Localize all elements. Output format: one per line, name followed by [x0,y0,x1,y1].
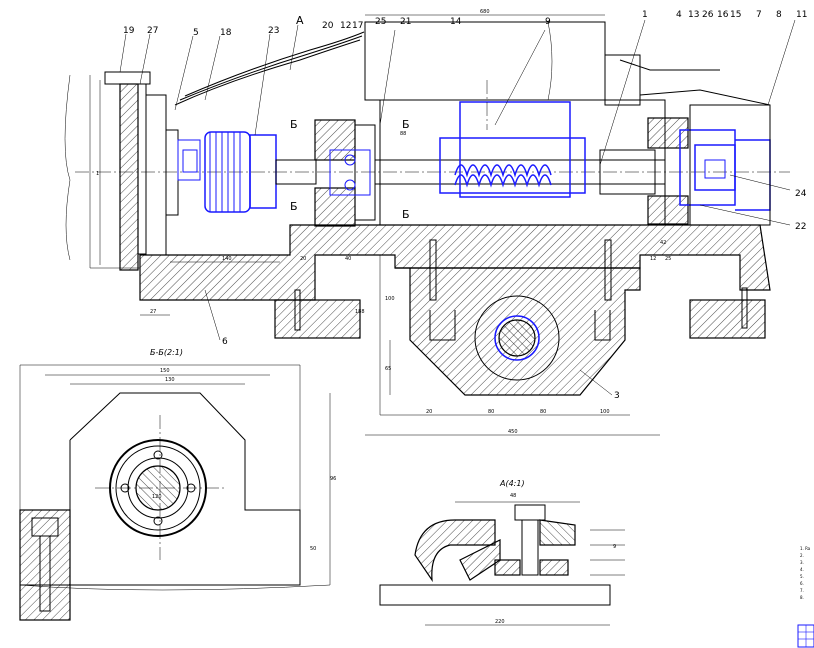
callout-20: 20 [322,21,334,31]
svg-text:4.: 4. [800,567,804,572]
svg-text:80: 80 [540,409,546,415]
callout-25: 25 [375,17,386,27]
svg-text:3.: 3. [800,560,804,565]
view-a: А(4:1) [379,479,625,626]
svg-text:100: 100 [600,409,610,415]
svg-text:27: 27 [150,309,156,315]
callout-A: A [296,14,304,27]
svg-text:450: 450 [508,429,518,435]
callout-22: 22 [795,222,806,232]
svg-text:130: 130 [165,377,175,383]
svg-text:1. Ra: 1. Ra [800,546,811,551]
section-mark-b-1: Б [290,118,298,131]
callout-12: 12 [340,21,351,31]
svg-text:100: 100 [385,296,395,302]
callout-14: 14 [450,17,462,27]
svg-text:12: 12 [650,256,656,262]
view-a-title: А(4:1) [499,479,525,488]
worm-gear [474,295,560,381]
svg-text:88: 88 [400,131,406,137]
main-view [64,14,790,436]
callout-4: 4 [676,10,682,20]
svg-text:25: 25 [665,256,671,262]
technical-notes: 1. Ra 2. 3. 4. 5. 6. 7. 8. [800,546,811,600]
callout-5: 5 [193,28,199,38]
callout-8: 8 [776,10,782,20]
svg-text:1: 1 [96,171,99,177]
callout-17: 17 [352,21,363,31]
svg-text:188: 188 [355,309,365,315]
callout-26: 26 [702,10,714,20]
section-bb-title: Б-Б(2:1) [150,348,183,357]
callout-labels: 19 27 5 18 23 A 20 12 17 25 21 14 9 1 4 … [123,10,807,401]
callout-15: 15 [730,10,741,20]
svg-text:8.: 8. [800,595,804,600]
callout-11: 11 [796,10,807,20]
section-bb-view: Б-Б(2:1) [19,348,331,621]
svg-text:9: 9 [613,544,616,550]
svg-text:7.: 7. [800,588,804,593]
bellows [204,131,251,213]
callout-21: 21 [400,17,411,27]
section-mark-b-2: Б [290,200,298,213]
svg-text:65: 65 [385,366,391,372]
svg-text:40: 40 [345,256,351,262]
callout-23: 23 [268,26,279,36]
svg-text:680: 680 [480,9,490,15]
leader-lines [119,19,796,396]
svg-text:42: 42 [660,240,666,246]
callout-27: 27 [147,26,158,36]
bearing-flange [109,439,207,537]
callout-24: 24 [795,189,807,199]
svg-text:20: 20 [300,256,306,262]
callout-6: 6 [222,337,228,347]
svg-text:2.: 2. [800,553,804,558]
section-marks: Б Б Б Б [290,118,410,221]
svg-text:220: 220 [495,619,505,625]
title-block [797,624,814,648]
svg-text:5.: 5. [800,574,804,579]
callout-1: 1 [642,10,648,20]
svg-text:140: 140 [222,256,232,262]
callout-9: 9 [545,17,551,27]
svg-text:50: 50 [310,546,316,552]
svg-text:150: 150 [160,368,170,374]
svg-text:48: 48 [510,493,516,499]
callout-3: 3 [614,391,620,401]
callout-7: 7 [756,10,762,20]
worm-thread [454,164,552,188]
callout-13: 13 [688,10,699,20]
section-mark-b-4: Б [402,208,410,221]
callout-18: 18 [220,28,232,38]
callout-16: 16 [717,10,729,20]
section-mark-b-3: Б [402,118,410,131]
svg-text:6.: 6. [800,581,804,586]
svg-text:80: 80 [488,409,494,415]
callout-19: 19 [123,26,135,36]
svg-text:20: 20 [426,409,432,415]
svg-text:96: 96 [330,476,336,482]
